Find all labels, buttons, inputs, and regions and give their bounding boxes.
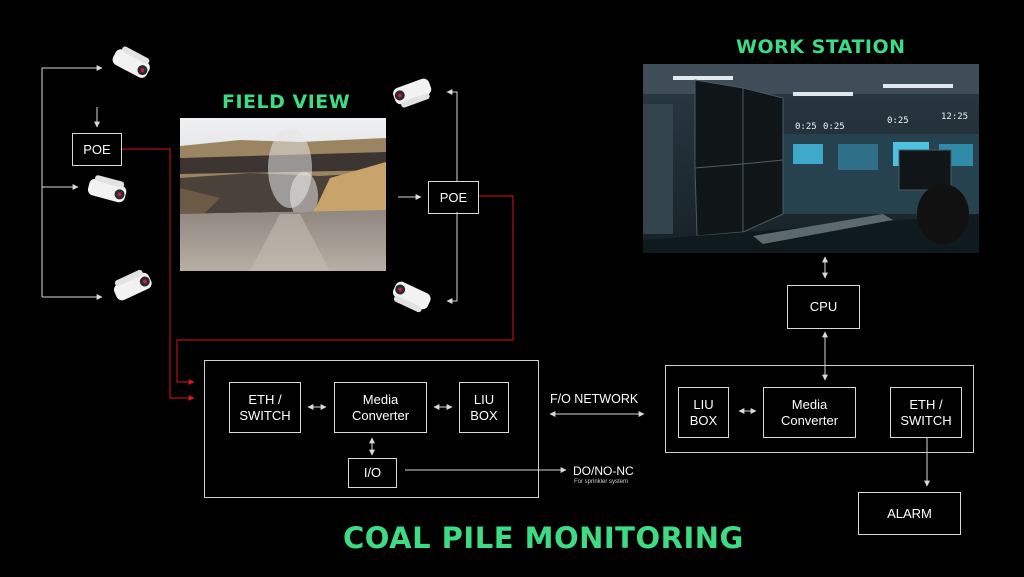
fiber-network-label: F/O NETWORK bbox=[550, 392, 639, 406]
alarm-box: ALARM bbox=[858, 492, 961, 535]
station-eth-switch-box: ETH / SWITCH bbox=[890, 387, 962, 438]
output-label: DO/NO-NC bbox=[573, 464, 634, 478]
clock-readout-3: 0:25 bbox=[887, 116, 909, 126]
work-station-title: WORK STATION bbox=[736, 36, 906, 58]
thermal-camera-icon bbox=[108, 43, 154, 90]
thermal-camera-icon bbox=[110, 266, 156, 313]
field-media-converter-box: Media Converter bbox=[334, 382, 427, 433]
field-unit-links bbox=[307, 404, 567, 473]
page-title: COAL PILE MONITORING bbox=[343, 521, 744, 555]
left-camera-bus bbox=[41, 65, 103, 300]
io-box: I/O bbox=[348, 458, 397, 488]
field-control-unit bbox=[204, 360, 539, 498]
station-control-unit bbox=[665, 365, 974, 453]
clock-readout-1: 0:25 bbox=[795, 122, 817, 132]
clock-readout-2: 0:25 bbox=[823, 122, 845, 132]
poe-box-left: POE bbox=[72, 133, 122, 166]
station-media-converter-box: Media Converter bbox=[763, 387, 856, 438]
station-liu-box: LIU BOX bbox=[678, 387, 729, 438]
field-view-title: FIELD VIEW bbox=[222, 91, 351, 113]
cpu-box: CPU bbox=[787, 285, 860, 329]
thermal-camera-icon bbox=[84, 170, 130, 217]
output-note: For sprinkler system bbox=[574, 479, 629, 485]
station-links bbox=[738, 256, 930, 487]
thermal-camera-icon bbox=[389, 70, 435, 117]
work-station-photo: 0:25 0:25 0:25 12:25 bbox=[643, 64, 979, 253]
clock-readout-4: 12:25 bbox=[941, 112, 969, 122]
thermal-camera-icon bbox=[389, 274, 435, 321]
field-liu-box: LIU BOX bbox=[459, 382, 509, 433]
right-camera-bus bbox=[398, 89, 458, 304]
poe-box-right: POE bbox=[428, 181, 479, 214]
poe-links bbox=[122, 148, 514, 401]
field-eth-switch-box: ETH / SWITCH bbox=[229, 382, 301, 433]
field-view-photo bbox=[180, 118, 386, 271]
